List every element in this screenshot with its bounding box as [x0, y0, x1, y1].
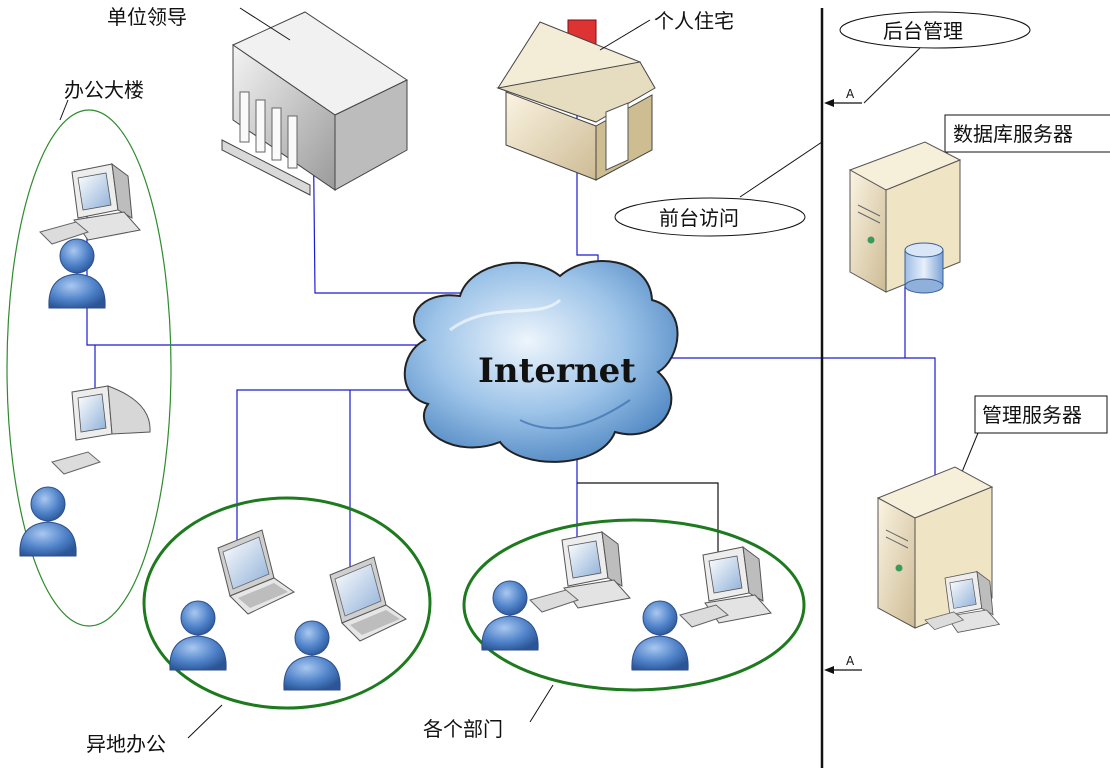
backend-callout: [839, 11, 1031, 49]
departments-boundary: [462, 518, 806, 692]
department-user-1: [481, 580, 539, 651]
remote-office-boundary: [142, 496, 432, 710]
label-office-building: 办公大楼: [64, 78, 144, 102]
internet-cloud: Internet: [403, 260, 679, 463]
section-mark-bottom: A: [846, 654, 855, 668]
office-user-1: [48, 238, 106, 309]
remote-laptop-1: [217, 529, 295, 615]
label-frontend: 前台访问: [659, 206, 739, 230]
office-user-2: [19, 486, 77, 557]
label-mgmt-server: 管理服务器: [982, 403, 1082, 427]
office-computer-2: [71, 385, 151, 441]
remote-laptop-2: [329, 556, 407, 642]
label-backend: 后台管理: [883, 19, 963, 43]
leader-office-building: [221, 11, 409, 196]
internet-label: Internet: [478, 351, 636, 391]
remote-user-2: [283, 620, 341, 691]
department-user-2: [631, 600, 689, 671]
zone-divider: A A: [820, 8, 862, 768]
database-cylinder: [904, 242, 944, 294]
office-building-boundary: [6, 109, 172, 627]
label-departments: 各个部门: [423, 717, 503, 741]
label-remote-office: 异地办公: [86, 732, 166, 756]
home-house: [496, 19, 656, 181]
label-leader: 单位领导: [107, 5, 187, 29]
office-keyboard-2: [51, 451, 101, 475]
remote-user-1: [169, 600, 227, 671]
label-home: 个人住宅: [654, 9, 734, 33]
section-mark-top: A: [846, 87, 855, 101]
label-db-server: 数据库服务器: [953, 122, 1073, 146]
frontend-callout: [614, 197, 806, 237]
